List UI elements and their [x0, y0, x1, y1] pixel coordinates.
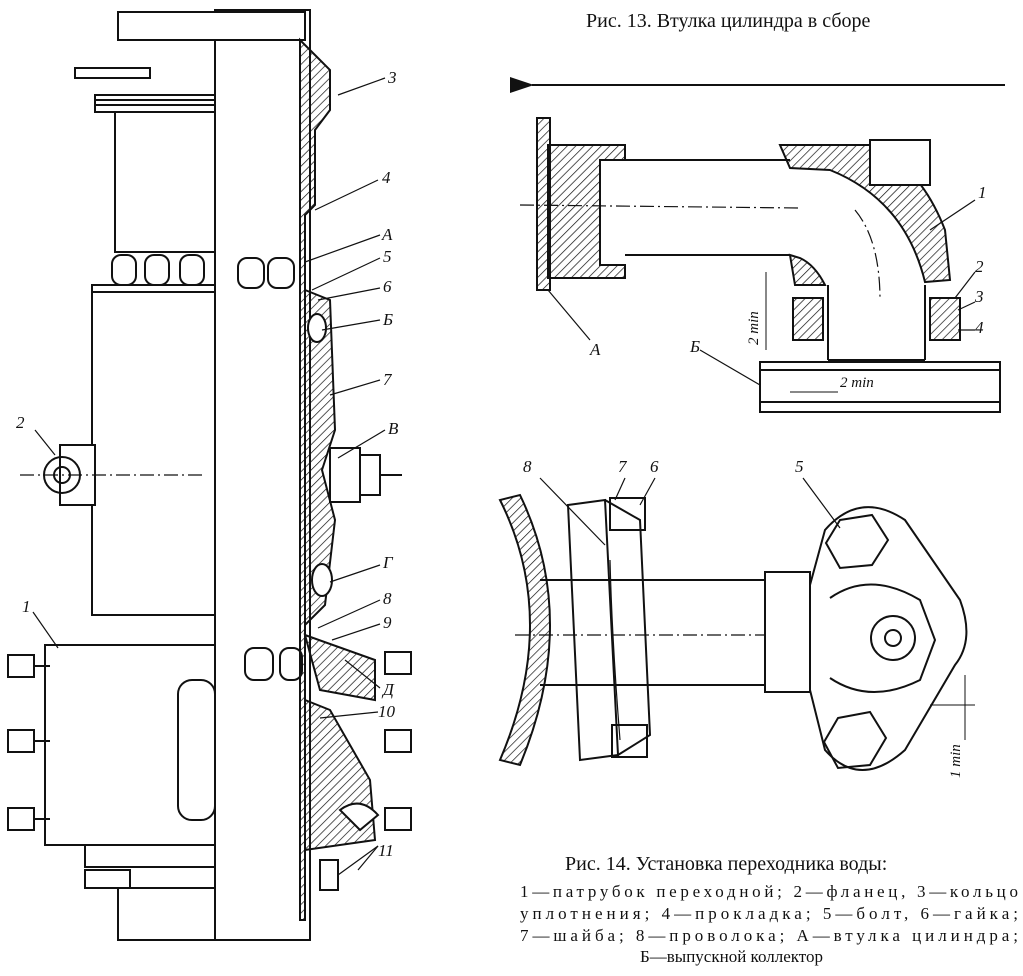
fig14-bottom-drawing — [498, 477, 975, 771]
fig13-label-9: 9 — [383, 613, 392, 632]
fig14-top-dim-vertical: 2 min — [746, 311, 762, 345]
fig14-top-label-B: Б — [689, 337, 700, 356]
fig14-top-label-A: А — [589, 340, 601, 359]
fig13-labels: 3 4 А 5 6 Б 7 В 2 Г 8 9 Д 10 11 1 — [16, 68, 399, 860]
fig13-label-6: 6 — [383, 277, 392, 296]
fig14-top-label-2: 2 — [975, 257, 984, 276]
fig14-bottom-dim-vertical: 1 min — [948, 744, 964, 778]
fig14-bottom-label-6: 6 — [650, 457, 659, 476]
fig13-label-7: 7 — [383, 370, 393, 389]
fig13-label-4: 4 — [382, 168, 391, 187]
fig13-label-11: 11 — [378, 841, 394, 860]
fig13-label-D: Д — [381, 680, 395, 699]
fig14-top-labels: 1 2 3 4 А Б 2 min 2 min — [589, 183, 987, 391]
fig13-caption: Рис. 13. Втулка цилиндра в сборе — [586, 10, 870, 32]
fig14-top-drawing — [519, 117, 1001, 413]
fig13-label-A: А — [381, 225, 393, 244]
fig14-bottom-labels: 8 7 6 5 1 min — [523, 457, 964, 778]
fig14-bottom-label-7: 7 — [618, 457, 628, 476]
fig14-bottom-label-5: 5 — [795, 457, 804, 476]
fig13-label-5: 5 — [383, 247, 392, 266]
fig13-label-2: 2 — [16, 413, 25, 432]
fig13-label-1: 1 — [22, 597, 31, 616]
legend-line: уплотнения; 4—прокладка; 5—болт, 6—гайка… — [520, 904, 1018, 923]
fig13-label-V: В — [388, 419, 399, 438]
fig14-top-label-4: 4 — [975, 318, 984, 337]
fig14-caption: Рис. 14. Установка переходника воды: — [565, 853, 887, 875]
fig14-top-label-1: 1 — [978, 183, 987, 202]
fig14-bottom-label-8: 8 — [523, 457, 532, 476]
legend-line: 7—шайба; 8—проволока; А—втулка цилиндра; — [520, 926, 1018, 945]
fig13-label-8: 8 — [383, 589, 392, 608]
fig13-label-G: Г — [382, 553, 394, 572]
fig13-drawing — [7, 9, 412, 941]
fig13-label-10: 10 — [378, 702, 396, 721]
fig14-legend: 1—патрубок переходной; 2—фланец, 3—кольц… — [520, 882, 1018, 966]
legend-line: 1—патрубок переходной; 2—фланец, 3—кольц… — [520, 882, 1018, 901]
legend-line: Б—выпускной коллектор — [640, 947, 823, 966]
fig13-label-B: Б — [382, 310, 393, 329]
fig14-top-label-3: 3 — [974, 287, 984, 306]
fig13-label-3: 3 — [387, 68, 397, 87]
fig14-top-dim-horizontal: 2 min — [840, 375, 874, 391]
